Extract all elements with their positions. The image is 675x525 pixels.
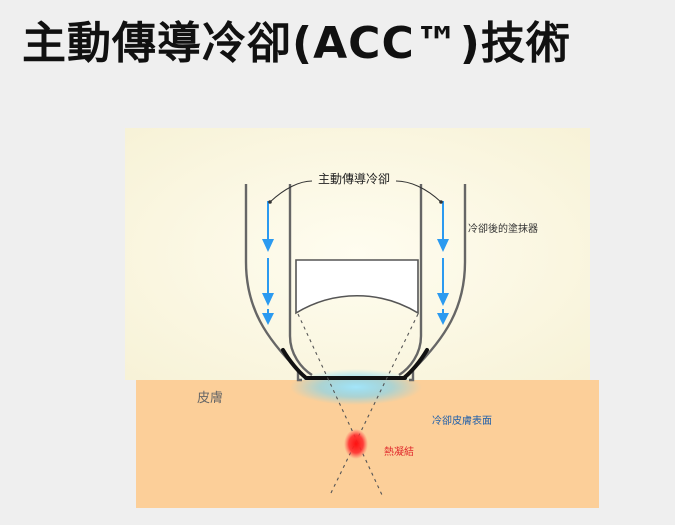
upper-background [125, 128, 590, 380]
arrow-down-5 [437, 258, 449, 306]
cooling-flow-arrows [262, 201, 449, 325]
arrow-down-4 [437, 201, 449, 252]
arrow-down-6 [437, 309, 449, 325]
arrow-down-3 [262, 309, 274, 325]
page-title: 主動傳導冷卻(ACC™)技術 [22, 18, 571, 69]
active-cooling-left-dot [268, 200, 272, 204]
coagulation-spot [344, 429, 368, 459]
right-applicator-inner-line [398, 184, 423, 377]
skin-label: 皮膚 [197, 390, 223, 406]
right-focus-line [329, 313, 419, 496]
cooled-skin-surface-label: 冷卻皮膚表面 [432, 414, 492, 427]
left-applicator-inner-line [288, 184, 313, 377]
active-cooling-label: 主動傳導冷卻 [318, 172, 390, 186]
active-cooling-right-dot [439, 200, 443, 204]
active-cooling-left-leader [269, 180, 313, 203]
post-cooling-applicator-label: 冷卻後的塗抹器 [468, 222, 538, 235]
lens-window [295, 259, 419, 315]
left-focus-line [297, 313, 383, 496]
arrow-down-1 [262, 201, 274, 252]
left-contact-edge [281, 348, 307, 379]
coagulation-label: 熱凝結 [384, 445, 414, 458]
right-contact-edge [403, 348, 429, 379]
active-cooling-right-leader [395, 180, 442, 203]
arrow-down-2 [262, 258, 274, 306]
